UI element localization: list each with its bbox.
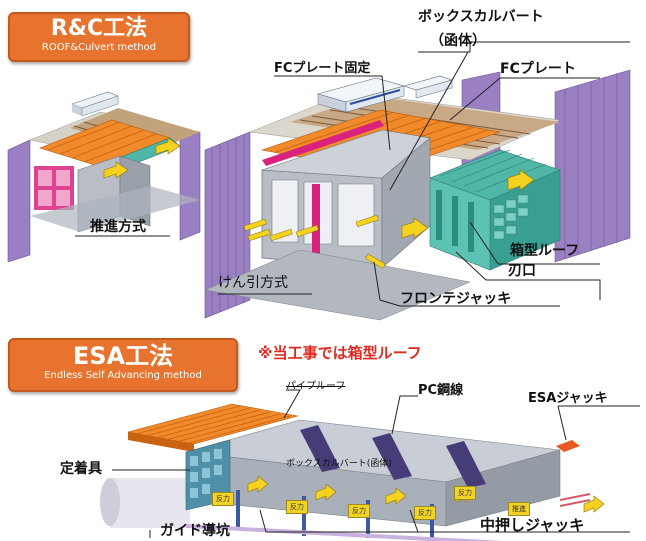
- label-box-roof: 箱型ルーフ: [510, 243, 580, 259]
- reaction-tag: 反力: [454, 486, 476, 500]
- label-cutting-edge: 刃口: [508, 263, 536, 279]
- label-pc-strand: PC鋼線: [418, 383, 464, 398]
- esa-illustration: [100, 403, 605, 541]
- esa-title-box: ESA工法 Endless Self Advancing method: [8, 338, 238, 392]
- rc-subtitle: ROOF&Culvert method: [41, 42, 157, 53]
- label-anchor: 定着具: [60, 461, 102, 477]
- label-fc-plate-fixed: FCプレート固定: [274, 61, 371, 76]
- bottom-leader-lines: [112, 389, 640, 538]
- reaction-tag: 反力: [348, 504, 370, 518]
- reaction-tag: 反力: [212, 492, 234, 506]
- reaction-tag: 反力: [286, 500, 308, 514]
- label-pipe-roof: パイプルーフ: [286, 381, 346, 392]
- rc-title: R&C工法: [50, 16, 148, 41]
- label-guide-tunnel: ガイド導坑: [160, 523, 230, 539]
- label-box-culvert-esa: ボックスカルバート(函体): [286, 459, 392, 469]
- esa-title: ESA工法: [72, 342, 174, 370]
- label-fc-plate: FCプレート: [500, 61, 576, 77]
- label-traction-method: けん引方式: [218, 275, 288, 291]
- label-box-culvert: ボックスカルバート: [418, 9, 544, 25]
- main-rc-illustration: [204, 69, 631, 321]
- propulsion-illustration: [7, 91, 201, 263]
- reaction-tag: 反力: [414, 506, 436, 520]
- label-propulsion-method: 推進方式: [90, 219, 146, 235]
- propulsion-tag: 推進: [508, 502, 530, 516]
- label-site-note: ※当工事では箱型ルーフ: [258, 344, 422, 362]
- esa-subtitle: Endless Self Advancing method: [44, 370, 202, 381]
- top-leader-lines: [75, 41, 630, 307]
- label-box-culvert-body: （函体）: [430, 33, 486, 49]
- rc-title-box: R&C工法 ROOF&Culvert method: [8, 12, 190, 62]
- label-esa-jack: ESAジャッキ: [528, 391, 608, 406]
- label-intermediate-jack: 中押しジャッキ: [480, 516, 585, 534]
- label-front-jack: フロンテジャッキ: [400, 291, 512, 307]
